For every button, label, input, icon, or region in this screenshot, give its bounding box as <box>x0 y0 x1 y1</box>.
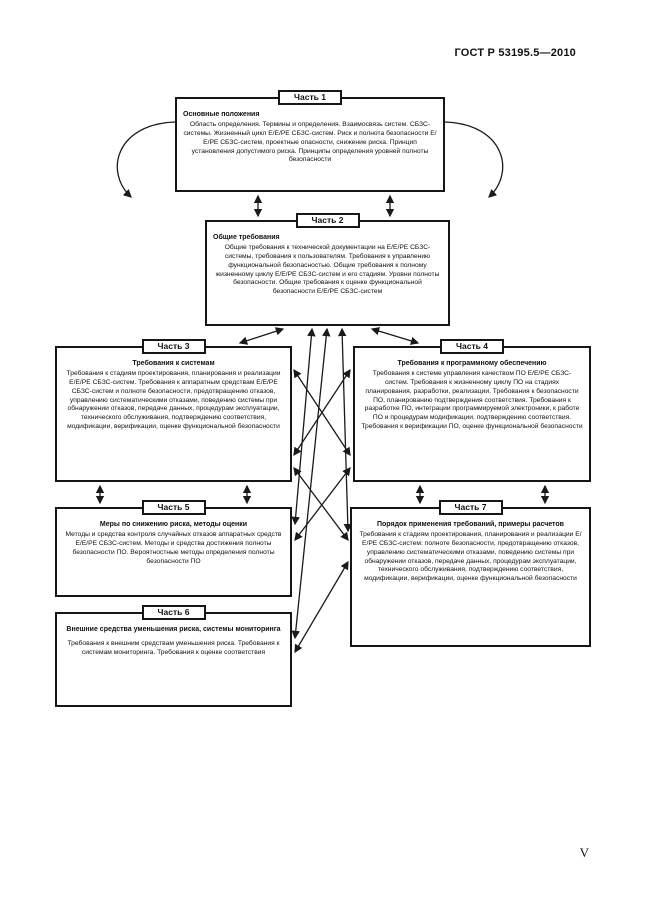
arrow-p2-p6 <box>291 327 331 640</box>
arrow-curve-right <box>444 121 504 198</box>
document-header: ГОСТ Р 53195.5—2010 <box>454 47 576 59</box>
part6-title: Внешние средства уменьшения риска, систе… <box>66 626 281 633</box>
part5-label: Часть 5 <box>141 500 206 515</box>
box-part1: Часть 1 Основные положения Область опред… <box>175 90 445 192</box>
part2-title: Общие требования <box>213 234 280 241</box>
part2-body: Общие требования к технической документа… <box>215 244 440 296</box>
box-part7: Часть 7 Порядок применения требований, п… <box>350 500 591 647</box>
arrow-curve-left <box>116 121 176 198</box>
part4-title: Требования к программному обеспечению <box>397 360 547 367</box>
part3-body: Требования к стадиям проектирования, пла… <box>66 370 281 431</box>
part6-body: Требования к внешним средствам уменьшени… <box>67 640 280 656</box>
box-part6: Часть 6 Внешние средства уменьшения риск… <box>55 605 292 707</box>
part6-label: Часть 6 <box>141 605 206 620</box>
part3-title: Требования к системам <box>132 360 215 367</box>
part7-body: Требования к стадиям проектирования, пла… <box>359 531 582 583</box>
arrow-p3-p7 <box>293 466 349 542</box>
part7-title: Порядок применения требований, примеры р… <box>377 521 564 528</box>
arrow-p4-p5 <box>294 466 351 542</box>
part5-body: Методы и средства контроля случайных отк… <box>65 531 282 565</box>
box-part4: Часть 4 Требования к программному обеспе… <box>353 339 591 482</box>
arrow-p2-p4 <box>370 327 420 345</box>
box-part3: Часть 3 Требования к системам Требования… <box>55 339 292 482</box>
part1-title: Основные положения <box>183 111 260 118</box>
box-part5: Часть 5 Меры по снижению риска, методы о… <box>55 500 292 597</box>
part5-title: Меры по снижению риска, методы оценки <box>99 521 248 528</box>
part1-body: Область определения. Термины и определен… <box>183 121 437 164</box>
arrow-p2-p7 <box>337 327 353 533</box>
box-part2: Часть 2 Общие требования Общие требовани… <box>205 213 450 326</box>
part2-label: Часть 2 <box>295 213 360 228</box>
part1-label: Часть 1 <box>278 90 342 105</box>
arrow-p2-p3 <box>238 327 285 345</box>
part4-body: Требования к системе управления качество… <box>361 370 583 431</box>
part4-label: Часть 4 <box>440 339 504 354</box>
part7-label: Часть 7 <box>438 500 503 515</box>
part3-label: Часть 3 <box>141 339 206 354</box>
arrow-p7-p6 <box>294 560 349 654</box>
page-number: V <box>579 845 589 860</box>
